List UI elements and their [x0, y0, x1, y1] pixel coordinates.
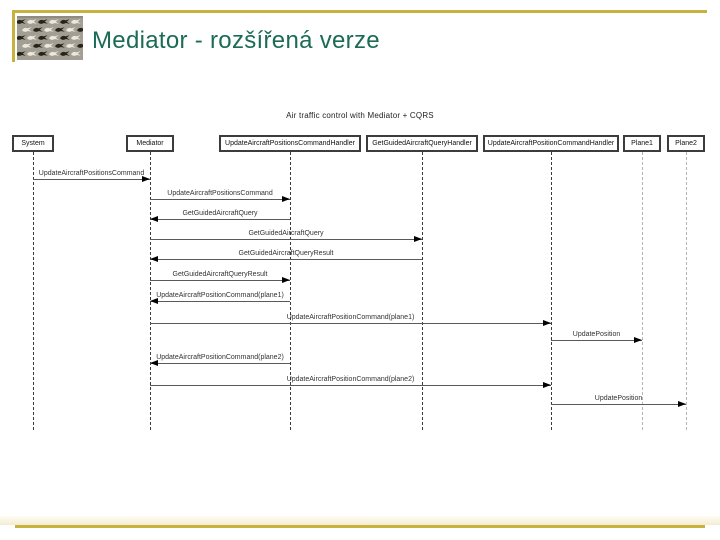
message-arrowhead: [150, 216, 158, 222]
lifeline-get-guided-aircraft-query-handler: [422, 152, 423, 430]
message-line: [551, 404, 686, 405]
lifeline-update-aircraft-position-command-handler: [551, 152, 552, 430]
message-arrowhead: [678, 401, 686, 407]
message-arrowhead: [142, 176, 150, 182]
participant-mediator: Mediator: [126, 135, 174, 152]
top-gold-rule: [12, 10, 707, 13]
participant-plane1: Plane1: [623, 135, 661, 152]
lifeline-plane2: [686, 152, 687, 430]
message-label: UpdateAircraftPositionsCommand: [167, 190, 273, 197]
message-arrowhead: [634, 337, 642, 343]
message-line: [33, 179, 150, 180]
message-label: UpdatePosition: [594, 395, 643, 402]
message-label: GetGuidedAircraftQuery: [182, 210, 258, 217]
message-line: [150, 239, 422, 240]
message-line: [150, 323, 551, 324]
diagram-title: Air traffic control with Mediator + CQRS: [286, 111, 434, 120]
message-arrowhead: [282, 196, 290, 202]
message-label: UpdateAircraftPositionsCommand: [38, 170, 145, 177]
message-line: [150, 301, 290, 302]
participant-plane2: Plane2: [667, 135, 705, 152]
lifeline-update-aircraft-positions-command-handler: [290, 152, 291, 430]
message-line: [150, 219, 290, 220]
message-line: [150, 259, 422, 260]
participant-system: System: [12, 135, 54, 152]
lifeline-plane1: [642, 152, 643, 430]
lifeline-mediator: [150, 152, 151, 430]
message-label: UpdatePosition: [572, 331, 621, 338]
message-arrowhead: [150, 360, 158, 366]
message-line: [551, 340, 642, 341]
participant-get-guided-aircraft-query-handler: GetGuidedAircraftQueryHandler: [366, 135, 478, 152]
lifeline-system: [33, 152, 34, 430]
message-arrowhead: [282, 277, 290, 283]
message-label: UpdateAircraftPositionCommand(plane1): [286, 314, 415, 321]
message-line: [150, 280, 290, 281]
bottom-gold-rule: [15, 525, 705, 528]
message-arrowhead: [150, 256, 158, 262]
slide-title: Mediator - rozšířená verze: [92, 27, 380, 54]
participant-update-aircraft-position-command-handler: UpdateAircraftPositionCommandHandler: [483, 135, 619, 152]
escher-birds-image: [16, 16, 87, 60]
message-label: UpdateAircraftPositionCommand(plane1): [156, 292, 284, 299]
bottom-light-band: [0, 516, 720, 525]
message-arrowhead: [150, 298, 158, 304]
message-line: [150, 363, 290, 364]
message-label: GetGuidedAircraftQueryResult: [238, 250, 334, 257]
left-gold-rule: [12, 10, 15, 62]
message-label: GetGuidedAircraftQueryResult: [172, 271, 268, 278]
message-label: UpdateAircraftPositionCommand(plane2): [286, 376, 415, 383]
message-line: [150, 385, 551, 386]
message-arrowhead: [414, 236, 422, 242]
message-label: UpdateAircraftPositionCommand(plane2): [156, 354, 284, 361]
message-arrowhead: [543, 382, 551, 388]
message-arrowhead: [543, 320, 551, 326]
message-line: [150, 199, 290, 200]
message-label: GetGuidedAircraftQuery: [248, 230, 324, 237]
participant-update-aircraft-positions-command-handler: UpdateAircraftPositionsCommandHandler: [219, 135, 361, 152]
